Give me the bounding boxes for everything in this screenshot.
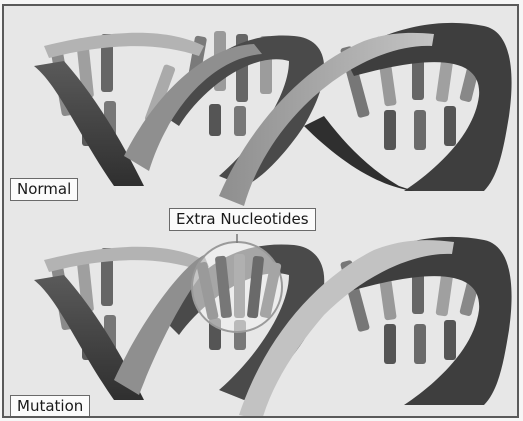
normal-label: Normal bbox=[10, 178, 78, 201]
mutation-label: Mutation bbox=[10, 395, 90, 418]
dna-diagram-frame: Normal Extra Nucleotides Mutation bbox=[2, 4, 519, 418]
extra-nucleotides-highlight bbox=[192, 242, 282, 332]
mutation-dna-illustration bbox=[4, 220, 519, 418]
normal-dna-illustration bbox=[4, 6, 519, 216]
extra-nucleotides-label: Extra Nucleotides bbox=[169, 208, 316, 231]
